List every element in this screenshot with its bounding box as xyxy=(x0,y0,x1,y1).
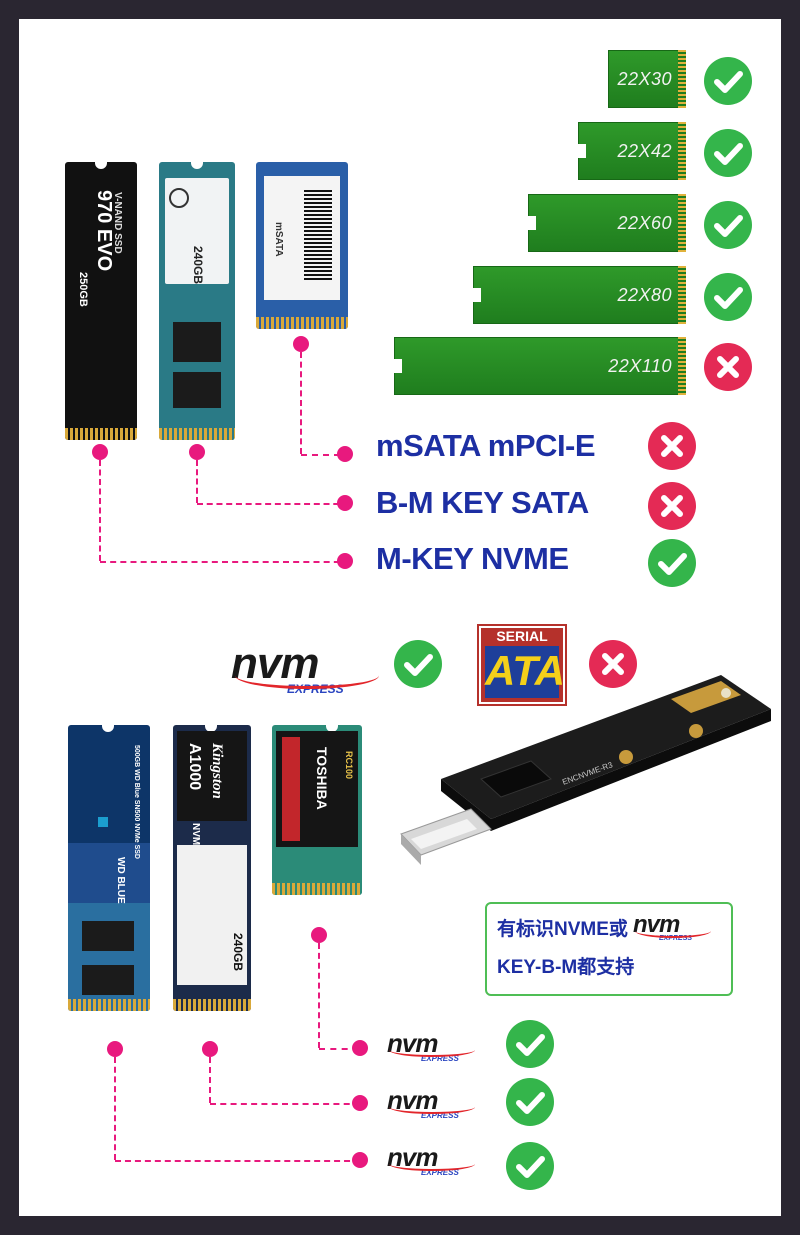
size-bar-22x30: 22X30 xyxy=(608,50,686,108)
interface-label-m-key-nvme: M-KEY NVME xyxy=(376,541,569,576)
nvm-express-logo-row-3: nvm EXPRESS xyxy=(387,1144,477,1177)
check-icon xyxy=(648,539,696,587)
check-icon xyxy=(704,129,752,177)
drive-model: A1000 xyxy=(186,743,203,791)
size-bar-22x42: 22X42 xyxy=(578,122,686,180)
check-icon xyxy=(506,1078,554,1126)
note-line-1: 有标识NVME或 xyxy=(497,919,628,940)
ssd-samsung-970-evo: 970 EVO V-NAND SSD 250GB xyxy=(65,162,137,440)
drive-brand: WD BLUE xyxy=(115,857,126,904)
size-bar-22x80: 22X80 xyxy=(473,266,686,324)
leader-dot xyxy=(337,446,353,462)
support-note-box: 有标识NVME或 nvm EXPRESS KEY-B-M都支持 xyxy=(485,902,733,996)
drive-brand: Kingston xyxy=(209,743,225,799)
check-icon xyxy=(704,201,752,249)
ssd-kingston-a1000: Kingston A1000 NVMe 240GB xyxy=(173,725,251,1011)
compatibility-infographic: 22X30 22X42 22X60 22X80 22X110 970 EVO V… xyxy=(19,19,781,1216)
interface-label-msata: mSATA mPCI-E xyxy=(376,428,596,463)
leader-dot xyxy=(293,336,309,352)
nvm-express-logo-row-1: nvm EXPRESS xyxy=(387,1030,477,1063)
leader-dot xyxy=(202,1041,218,1057)
leader-dot xyxy=(92,444,108,460)
drive-text: 500GB WD Blue SN500 NVMe SSD xyxy=(133,745,140,859)
drive-capacity: 240GB xyxy=(231,933,245,972)
serial-ata-logo: SERIAL ATA xyxy=(477,624,567,706)
size-label: 22X30 xyxy=(617,69,672,89)
drive-text: mSATA xyxy=(273,222,284,257)
leader-dot xyxy=(337,495,353,511)
note-line-2: KEY-B-M都支持 xyxy=(497,957,635,978)
nvm-express-word: EXPRESS xyxy=(659,935,693,942)
leader-dot xyxy=(352,1040,368,1056)
drive-sub: V-NAND SSD xyxy=(112,192,123,254)
size-bar-22x110: 22X110 xyxy=(394,337,686,395)
nvm-express-word: EXPRESS xyxy=(421,1168,459,1177)
leader-dot xyxy=(311,927,327,943)
ssd-m2-sata: 240GB xyxy=(159,162,235,440)
size-label: 22X42 xyxy=(617,141,672,161)
check-icon xyxy=(506,1020,554,1068)
check-icon xyxy=(704,273,752,321)
drive-capacity: 250GB xyxy=(77,272,89,307)
nvm-express-word: EXPRESS xyxy=(421,1054,459,1063)
nvm-express-word: EXPRESS xyxy=(421,1111,459,1120)
drive-capacity: 240GB xyxy=(191,246,205,285)
nvm-express-logo-row-2: nvm EXPRESS xyxy=(387,1087,477,1120)
ssd-toshiba-rc100: TOSHIBA RC100 xyxy=(272,725,362,895)
leader-dot xyxy=(189,444,205,460)
drive-model: RC100 xyxy=(344,751,354,780)
nvm-express-logo: nvm EXPRESS xyxy=(231,642,381,696)
leader-dot xyxy=(337,553,353,569)
sata-top-text: SERIAL xyxy=(496,628,548,644)
cross-icon xyxy=(648,422,696,470)
ssd-msata: mSATA xyxy=(256,162,348,329)
nvm-express-logo-small: nvm EXPRESS xyxy=(633,913,713,942)
size-label: 22X110 xyxy=(608,356,672,376)
sata-main-text: ATA xyxy=(485,647,566,694)
check-icon xyxy=(506,1142,554,1190)
size-label: 22X80 xyxy=(617,285,672,305)
cross-icon xyxy=(589,640,637,688)
interface-label-bm-key-sata: B-M KEY SATA xyxy=(376,485,589,520)
cross-icon xyxy=(648,482,696,530)
leader-dot xyxy=(352,1095,368,1111)
leader-dot xyxy=(352,1152,368,1168)
leader-dot xyxy=(107,1041,123,1057)
drive-brand: TOSHIBA xyxy=(314,747,330,810)
check-icon xyxy=(704,57,752,105)
check-icon xyxy=(394,640,442,688)
cross-icon xyxy=(704,343,752,391)
usb-adapter: ENCNVME-R3 xyxy=(381,669,781,899)
size-bar-22x60: 22X60 xyxy=(528,194,686,252)
ssd-wd-blue: 500GB WD Blue SN500 NVMe SSD WD BLUE xyxy=(68,725,150,1011)
size-label: 22X60 xyxy=(617,213,672,233)
